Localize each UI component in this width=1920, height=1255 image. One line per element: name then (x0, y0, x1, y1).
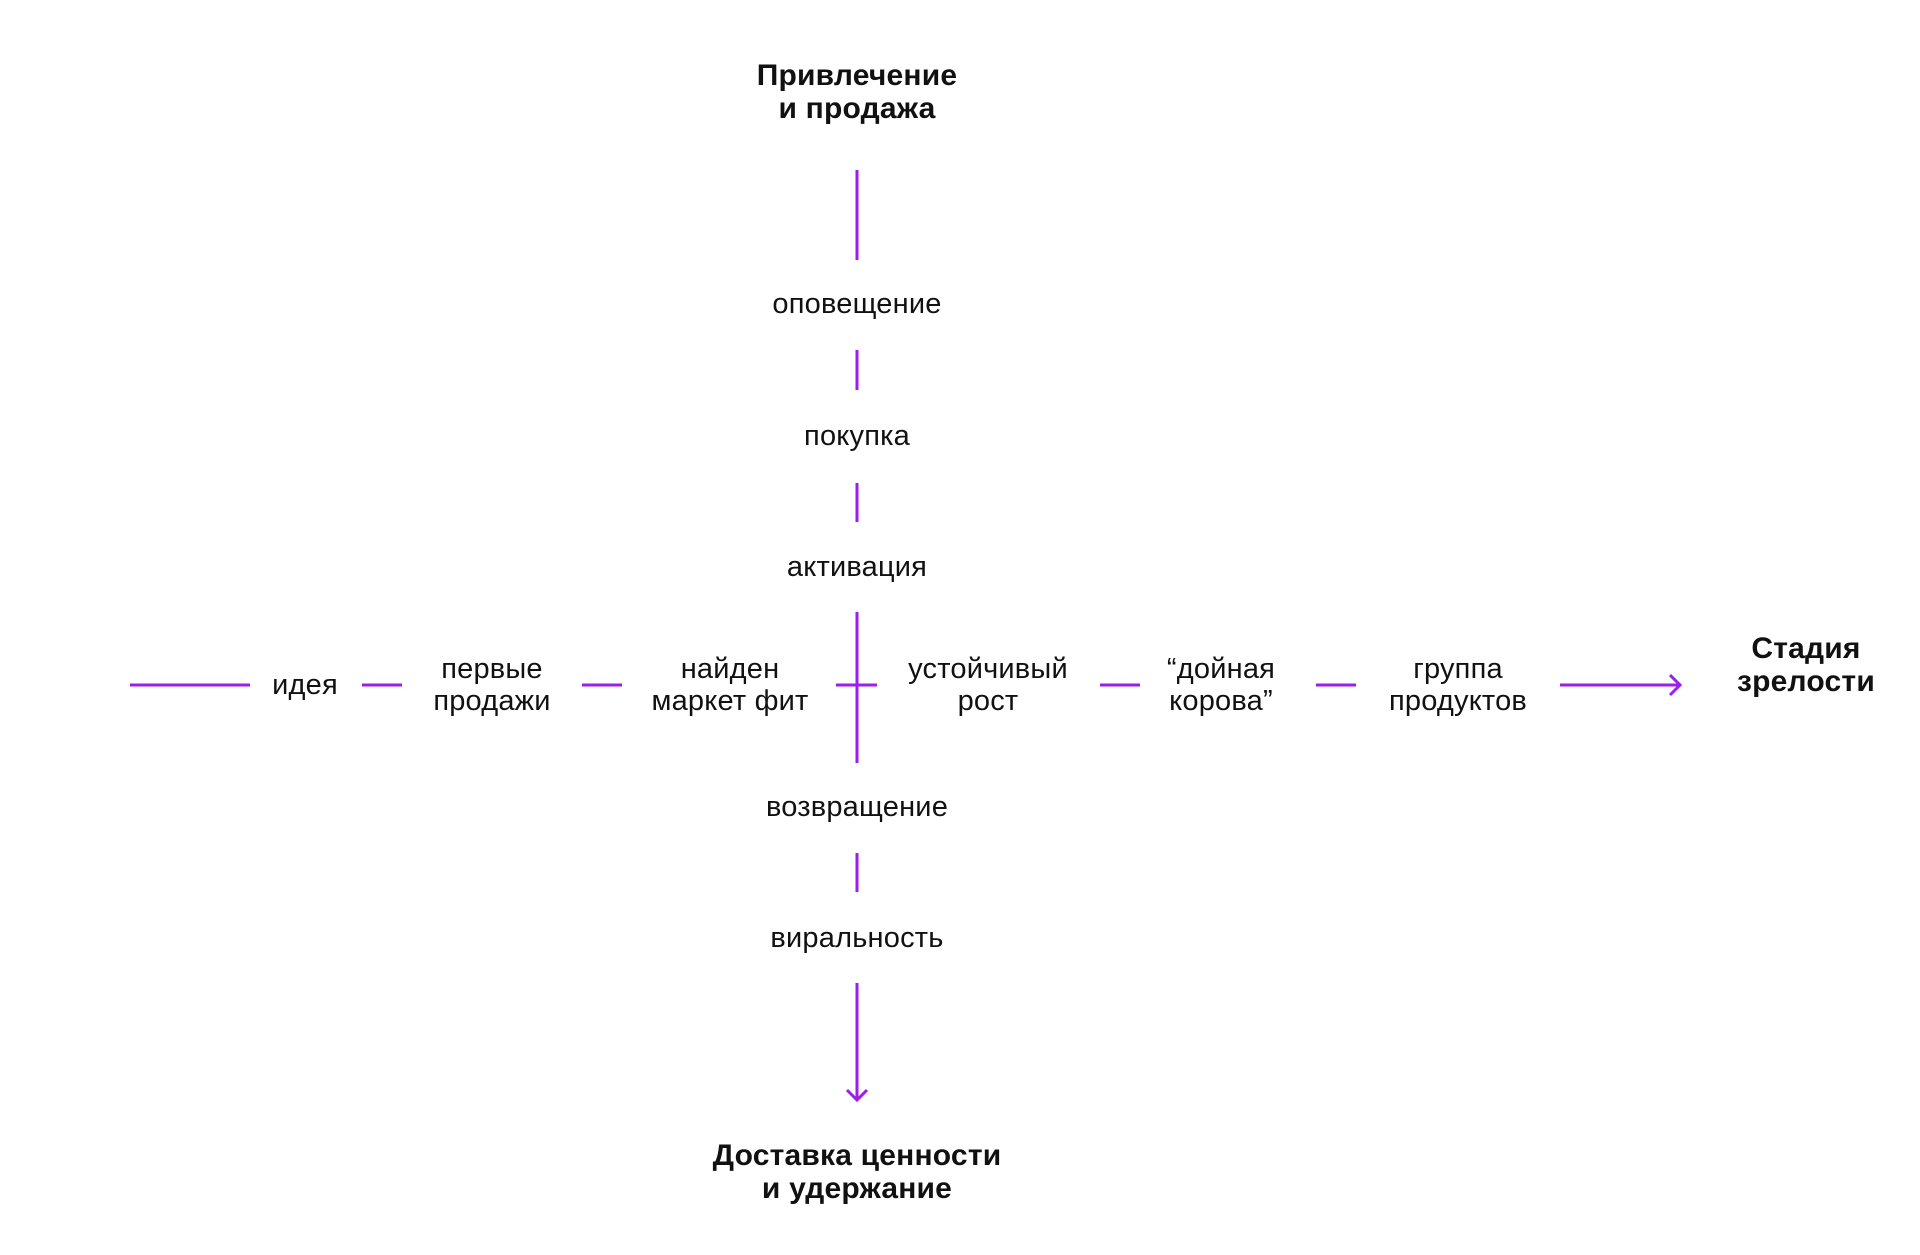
step-steady-growth: устойчивый рост (908, 653, 1068, 717)
step-idea: идея (272, 669, 338, 701)
step-activation: активация (786, 551, 928, 583)
down-arrow-head (845, 1088, 869, 1103)
step-product-group: группа продуктов (1388, 653, 1528, 717)
step-notification: оповещение (772, 288, 942, 320)
bottom-axis-title: Доставка ценности и удержание (712, 1139, 1002, 1205)
top-axis-title: Привлечение и продажа (756, 59, 958, 125)
step-return: возвращение (765, 791, 949, 823)
right-arrow-head (1668, 673, 1683, 697)
step-market-fit: найден маркет фит (651, 653, 809, 717)
step-first-sales: первые продажи (433, 653, 551, 717)
right-axis-title: Стадия зрелости (1737, 632, 1875, 698)
step-virality: виральность (770, 922, 944, 954)
step-cash-cow: “дойная корова” (1166, 653, 1276, 717)
step-purchase: покупка (804, 420, 910, 452)
